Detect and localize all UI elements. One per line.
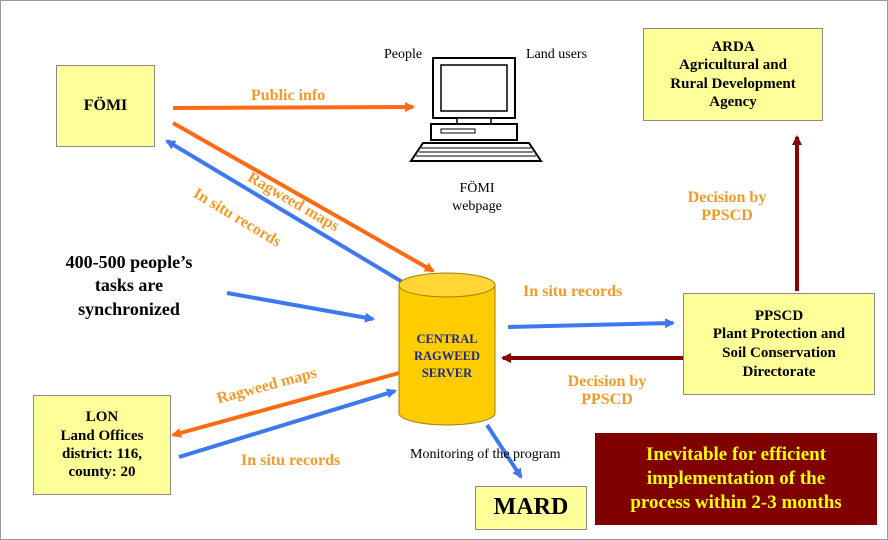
server-label: CENTRAL RAGWEED SERVER [399,331,495,382]
arda-line-2: Agricultural and [679,57,787,74]
ppscd-line-4: Directorate [742,363,816,380]
ppscd-line-2: Plant Protection and [712,326,846,343]
label-decision-left: Decision by PPSCD [561,373,653,410]
label-monitoring: Monitoring of the program [410,447,561,462]
banner-box: Inevitable for efficient implementation … [595,433,877,525]
people-sync-line-3: synchronized [78,298,180,319]
arrow-in-situ-server-to-ppscd [507,318,675,329]
people-label: People [384,47,423,62]
fomi-label: FÖMI [83,96,128,114]
label-decision-left-line-2: PPSCD [581,391,633,409]
ppscd-box: PPSCD Plant Protection and Soil Conserva… [683,293,875,395]
lon-line-3: district: 116, [62,446,142,462]
label-decision-up-line-2: PPSCD [701,207,753,225]
arda-box: ARDA Agricultural and Rural Development … [643,28,823,121]
label-decision-up-line-1: Decision by [687,189,767,206]
arrow-ragweed-maps-server-to-lon [171,371,400,438]
ppscd-line-3: Soil Conservation [722,345,836,361]
label-in-situ-right: In situ records [523,283,623,300]
webpage-caption-line-2: webpage [452,199,502,215]
mard-box: MARD [475,486,587,530]
banner-line-1: Inevitable for efficient [645,443,827,465]
people-sync-line-1: 400-500 people’s [65,252,193,272]
server-label-line-2: RAGWEED [414,348,480,363]
label-in-situ-bottom: In situ records [241,452,341,469]
webpage-caption: FÖMI webpage [443,180,511,216]
server-cylinder-body [398,284,496,426]
arda-line-1: ARDA [711,38,755,55]
server-cylinder-top [398,272,496,298]
arda-line-3: Rural Development [670,75,796,92]
label-decision-up: Decision by PPSCD [681,189,773,226]
arrow-people-to-server [226,291,375,323]
arrow-ragweed-maps-fomi-to-server [172,121,435,273]
ppscd-line-1: PPSCD [754,307,804,324]
lon-line-1: LON [85,409,119,426]
lon-line-2: Land Offices [60,427,144,444]
webpage-caption-line-1: FÖMI [459,181,495,196]
arrow-public-info [172,102,415,113]
label-public-info: Public info [251,87,326,104]
banner-line-3: process within 2-3 months [630,492,842,514]
mard-label: MARD [493,494,569,521]
lon-box: LON Land Offices district: 116, county: … [33,395,171,495]
people-sync-line-2: tasks are [94,275,164,296]
banner-line-2: implementation of the [646,467,826,489]
arrow-in-situ-server-to-fomi [165,139,411,288]
arrow-in-situ-lon-to-server [178,388,397,459]
land-users-label: Land users [526,47,588,62]
fomi-box: FÖMI [56,65,155,147]
arda-line-4: Agency [709,93,757,110]
arrow-server-to-mard [485,423,523,479]
server-label-line-1: CENTRAL [416,332,478,346]
lon-line-4: county: 20 [68,464,136,481]
server-label-line-3: SERVER [421,365,473,380]
label-decision-left-line-1: Decision by [567,373,647,390]
people-sync-text: 400-500 people’s tasks are synchronized [31,251,227,321]
